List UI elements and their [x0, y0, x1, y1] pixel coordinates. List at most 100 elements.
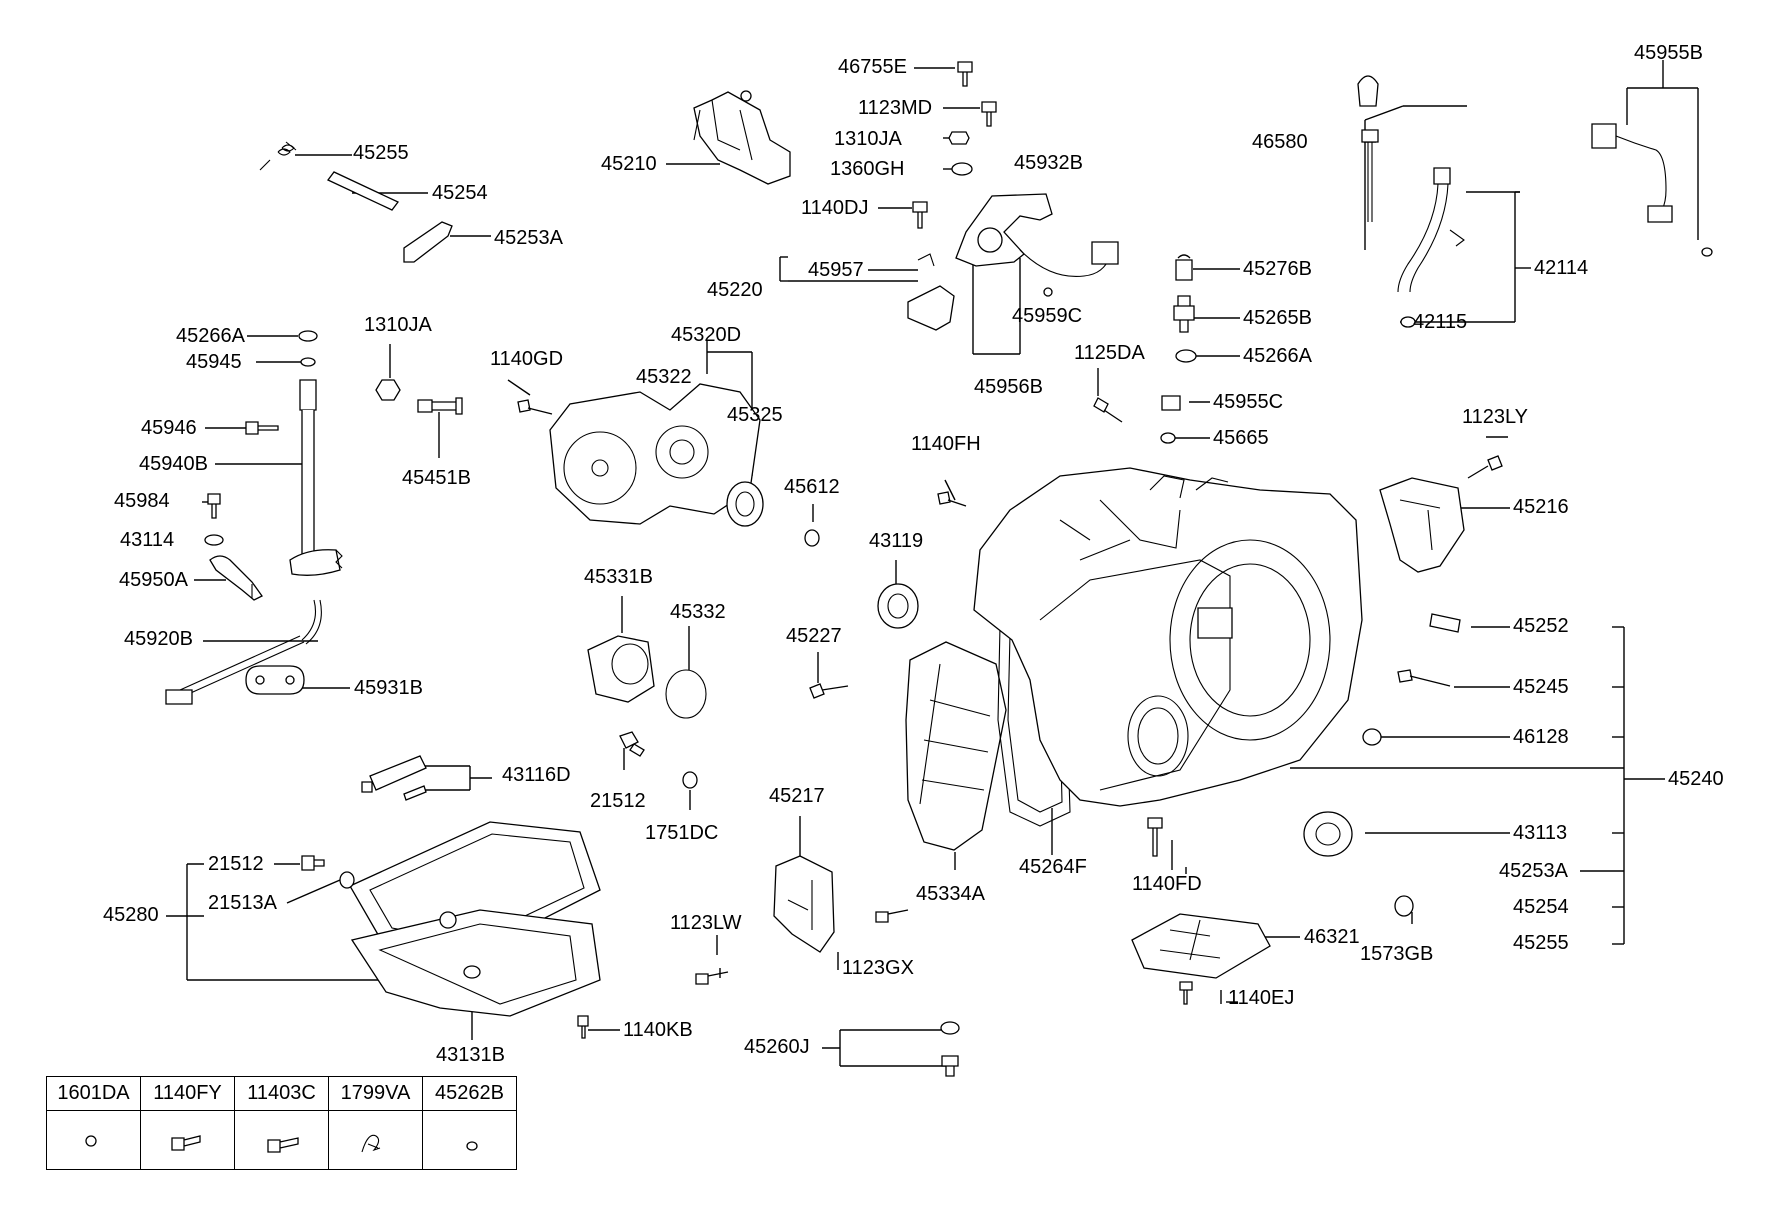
label-45264F: 45264F: [1019, 856, 1087, 878]
label-1123GX: 1123GX: [842, 957, 914, 979]
bracket-45210: [693, 90, 791, 185]
label-46580: 46580: [1252, 131, 1308, 153]
label-45255-right: 45255: [1513, 932, 1569, 954]
pin-45252: [1429, 613, 1461, 633]
nut-1310JA: [375, 379, 401, 401]
plug-1751DC: [682, 771, 698, 789]
legend-cell-washer: [46, 1110, 141, 1170]
label-43116D: 43116D: [502, 764, 571, 786]
label-1123LY: 1123LY: [1462, 406, 1528, 428]
bolt-45984: [207, 493, 221, 519]
plug-21512: [619, 731, 645, 757]
label-45332: 45332: [670, 601, 726, 623]
legend-header-11403C: 11403C: [234, 1076, 329, 1111]
label-1125DA: 1125DA: [1074, 342, 1145, 364]
label-45322: 45322: [636, 366, 692, 388]
strainer-46321: [1131, 913, 1271, 979]
bolt-45946: [245, 421, 279, 435]
nuts-45260J: [940, 1021, 960, 1077]
drum-45331B: [587, 635, 655, 703]
label-45252: 45252: [1513, 615, 1569, 637]
label-45451B: 45451B: [402, 467, 471, 489]
bolt-1140FH: [937, 491, 967, 507]
legend-cell-nut: [422, 1110, 517, 1170]
label-46321: 46321: [1304, 926, 1360, 948]
rod-45920B: [165, 599, 322, 705]
label-45665: 45665: [1213, 427, 1269, 449]
plug-46128: [1362, 728, 1382, 746]
label-1310JA-left: 1310JA: [364, 314, 432, 336]
cover-45334A: [905, 641, 1007, 851]
bolt-1123LY: [1467, 455, 1503, 479]
label-45280: 45280: [103, 904, 159, 926]
label-45984: 45984: [114, 490, 170, 512]
label-1140KB: 1140KB: [623, 1019, 693, 1041]
bolt-45227: [809, 683, 849, 699]
seal-45325: [726, 481, 764, 527]
label-45245: 45245: [1513, 676, 1569, 698]
cover-45320D: [549, 383, 761, 525]
label-45331B: 45331B: [584, 566, 653, 588]
shaft-45940B: [289, 330, 343, 576]
label-45260J: 45260J: [744, 1036, 810, 1058]
sensor-45955B: [1591, 123, 1713, 257]
label-1140GD: 1140GD: [490, 348, 564, 370]
label-43119: 43119: [869, 530, 924, 552]
bolt-45245: [1397, 669, 1451, 687]
tube-43116D: [361, 755, 427, 801]
label-45920B: 45920B: [124, 628, 193, 650]
label-45266A-left: 45266A: [176, 325, 245, 347]
label-21512-left: 21512: [208, 853, 264, 875]
pan-45280: [301, 821, 601, 1017]
label-43131B: 43131B: [436, 1044, 505, 1066]
label-1573GB: 1573GB: [1360, 943, 1434, 965]
bolt-1140EJ: [1179, 981, 1193, 1005]
label-1123LW: 1123LW: [670, 912, 742, 934]
plug-45612: [804, 529, 820, 547]
bracket-45216: [1379, 477, 1465, 573]
legend-table: 1601DA 1140FY 11403C 1799VA 45262B: [46, 1076, 517, 1170]
legend-cell-bolt: [140, 1110, 235, 1170]
bracket-45217: [773, 855, 835, 953]
legend-header-1799VA: 1799VA: [328, 1076, 423, 1111]
label-1140DJ: 1140DJ: [801, 197, 869, 219]
switch-45932B: [955, 193, 1119, 297]
label-46128: 46128: [1513, 726, 1569, 748]
case-45240: [973, 467, 1363, 807]
label-45931B: 45931B: [354, 677, 423, 699]
tube-42114: [1397, 167, 1465, 328]
plugs-4527x: [1160, 254, 1197, 444]
label-1140EJ: 1140EJ: [1228, 987, 1295, 1009]
label-45227: 45227: [786, 625, 842, 647]
label-45276B: 45276B: [1243, 258, 1312, 280]
label-1751DC: 1751DC: [645, 822, 719, 844]
label-45950A: 45950A: [119, 569, 188, 591]
label-45320D: 45320D: [671, 324, 742, 346]
bolt-1140FD: [1147, 817, 1163, 857]
label-45217: 45217: [769, 785, 825, 807]
pin-45254: [327, 171, 399, 211]
label-45940B: 45940B: [139, 453, 208, 475]
lever-45253A: [403, 221, 453, 263]
plate-45931B: [245, 665, 305, 695]
label-45959C: 45959C: [1012, 305, 1083, 327]
seal-43113: [1303, 811, 1353, 857]
label-1140FH: 1140FH: [911, 433, 981, 455]
label-21512-mid: 21512: [590, 790, 646, 812]
label-45946: 45946: [141, 417, 197, 439]
bracket-45220: [907, 253, 955, 331]
label-45254-right: 45254: [1513, 896, 1569, 918]
label-45210: 45210: [601, 153, 657, 175]
fitting-45451B: [417, 397, 463, 415]
label-46755E: 46755E: [838, 56, 907, 78]
label-45254: 45254: [432, 182, 488, 204]
label-45932B: 45932B: [1014, 152, 1083, 174]
label-45955B: 45955B: [1634, 42, 1703, 64]
label-45253A-right: 45253A: [1499, 860, 1568, 882]
label-45266A-right: 45266A: [1243, 345, 1312, 367]
lever-45950A: [209, 555, 263, 601]
label-42114: 42114: [1534, 257, 1589, 279]
legend-header-1601DA: 1601DA: [46, 1076, 141, 1111]
